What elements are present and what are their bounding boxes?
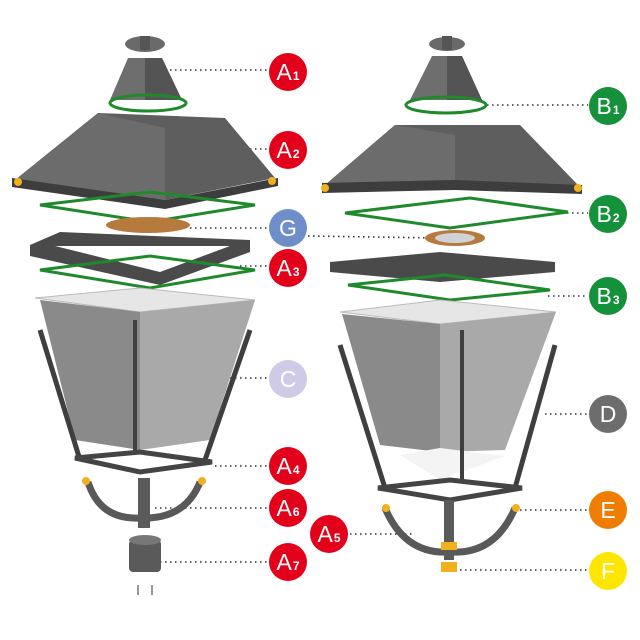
label-letter: D: [599, 400, 617, 427]
label-letter: A: [276, 548, 292, 575]
label-letter: A: [276, 136, 292, 163]
label-subscript: 3: [292, 265, 300, 279]
label-letter: B: [596, 200, 612, 227]
label-subscript: 6: [292, 505, 300, 519]
label-letter: A: [276, 58, 292, 85]
label-subscript: 7: [292, 559, 300, 573]
label-subscript: 4: [292, 463, 300, 477]
label-letter: B: [596, 282, 612, 309]
label-f: F: [589, 552, 627, 590]
label-c: C: [269, 360, 307, 398]
left-lantern: [12, 36, 278, 595]
label-subscript: 1: [612, 103, 620, 117]
label-subscript: 3: [612, 293, 620, 307]
label-letter: A: [317, 520, 333, 547]
label-letter: B: [596, 92, 612, 119]
label-letter: E: [600, 496, 616, 523]
label-letter: A: [276, 452, 292, 479]
label-e: E: [589, 491, 627, 529]
label-d: D: [589, 395, 627, 433]
label-subscript: 1: [292, 69, 300, 83]
label-letter: A: [276, 254, 292, 281]
label-subscript: 2: [292, 147, 300, 161]
label-subscript: 5: [333, 531, 341, 545]
label-letter: F: [600, 557, 616, 584]
label-letter: G: [279, 214, 297, 241]
label-letter: C: [279, 365, 297, 392]
label-letter: A: [276, 494, 292, 521]
label-g: G: [269, 209, 307, 247]
label-subscript: 2: [612, 211, 620, 225]
right-lantern: [321, 36, 582, 572]
